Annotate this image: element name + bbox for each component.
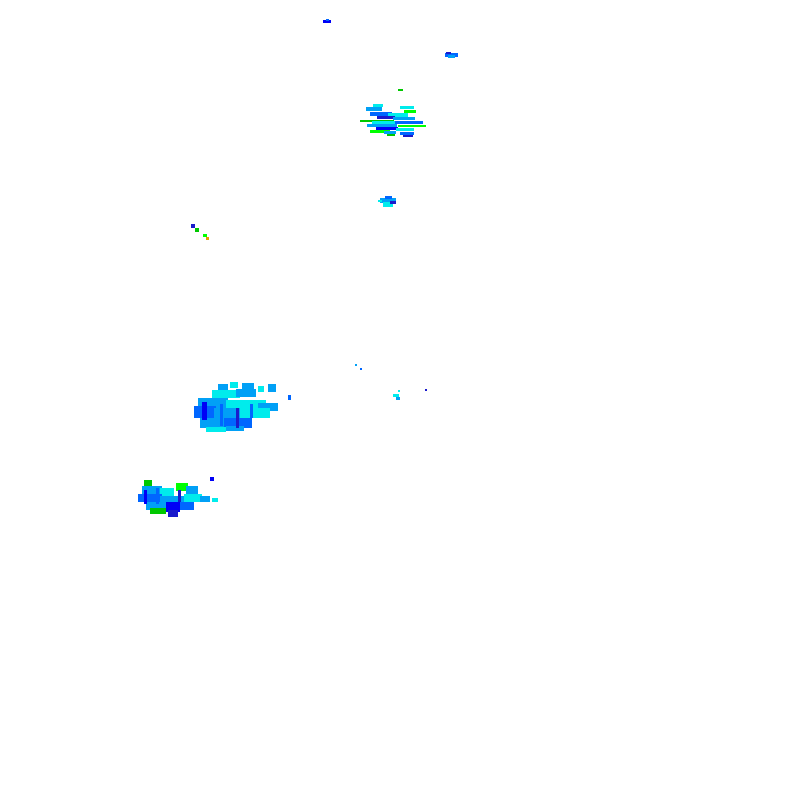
echo-pixel bbox=[393, 117, 415, 120]
echo-pixel bbox=[372, 121, 396, 125]
echo-pixel bbox=[156, 488, 159, 504]
echo-pixel bbox=[186, 486, 198, 496]
echo-pixel bbox=[226, 426, 244, 431]
echo-cluster-mid-small-cell bbox=[378, 196, 396, 207]
echo-pixel bbox=[242, 383, 254, 389]
echo-pixel bbox=[366, 107, 382, 111]
echo-pixel bbox=[236, 389, 256, 397]
echo-cluster-top-speck bbox=[323, 19, 331, 23]
echo-pixel bbox=[166, 502, 180, 512]
echo-pixel bbox=[388, 113, 408, 117]
echo-pixel bbox=[142, 486, 162, 494]
echo-pixel bbox=[226, 400, 266, 408]
echo-pixel bbox=[376, 127, 398, 130]
echo-cluster-left-streak bbox=[191, 224, 209, 240]
echo-pixel bbox=[258, 386, 264, 392]
echo-pixel bbox=[220, 404, 223, 426]
echo-pixel bbox=[202, 402, 207, 420]
echo-pixel bbox=[396, 128, 414, 131]
echo-pixel bbox=[160, 496, 186, 504]
echo-pixel bbox=[446, 52, 451, 54]
echo-pixel bbox=[200, 496, 210, 502]
echo-pixel bbox=[250, 404, 253, 418]
echo-pixel bbox=[398, 89, 403, 91]
echo-pixel bbox=[360, 368, 362, 370]
echo-pixel bbox=[195, 228, 199, 232]
echo-pixel bbox=[398, 390, 400, 392]
echo-pixel bbox=[206, 237, 209, 240]
echo-pixel bbox=[378, 200, 382, 202]
echo-pixel bbox=[268, 384, 276, 392]
echo-pixel bbox=[144, 490, 147, 504]
echo-pixel bbox=[370, 130, 390, 133]
echo-pixel bbox=[385, 196, 392, 199]
echo-pixel bbox=[384, 131, 396, 134]
echo-cluster-center-scatter bbox=[288, 364, 427, 400]
echo-cluster-upper-right-speck bbox=[445, 52, 458, 58]
echo-pixel bbox=[380, 198, 396, 203]
echo-pixel bbox=[146, 502, 168, 510]
echo-pixel bbox=[210, 477, 214, 481]
echo-pixel bbox=[396, 397, 400, 400]
echo-pixel bbox=[180, 502, 194, 510]
echo-pixel bbox=[367, 124, 397, 127]
echo-pixel bbox=[176, 483, 188, 491]
echo-pixel bbox=[258, 403, 278, 411]
echo-pixel bbox=[377, 116, 395, 119]
echo-pixel bbox=[355, 364, 357, 366]
echo-pixel bbox=[168, 510, 178, 517]
echo-pixel bbox=[400, 132, 414, 135]
echo-pixel bbox=[212, 498, 218, 502]
echo-pixel bbox=[393, 394, 399, 397]
echo-pixel bbox=[288, 395, 291, 400]
echo-pixel bbox=[218, 384, 228, 390]
echo-pixel bbox=[200, 418, 226, 428]
echo-pixel bbox=[160, 488, 174, 496]
echo-pixel bbox=[326, 19, 329, 21]
echo-pixel bbox=[178, 490, 181, 502]
echo-pixel bbox=[383, 202, 393, 207]
echo-pixel bbox=[373, 104, 383, 107]
echo-pixel bbox=[398, 125, 426, 127]
echo-cluster-upper-cell bbox=[360, 89, 426, 137]
echo-pixel bbox=[236, 408, 239, 428]
echo-pixel bbox=[323, 20, 331, 23]
echo-pixel bbox=[404, 110, 416, 113]
echo-pixel bbox=[230, 382, 238, 388]
echo-pixel bbox=[390, 201, 396, 204]
echo-pixel bbox=[184, 494, 202, 502]
echo-pixel bbox=[203, 234, 207, 237]
echo-pixel bbox=[395, 121, 423, 124]
echo-pixel bbox=[191, 224, 195, 228]
echo-pixel bbox=[448, 55, 455, 58]
echo-pixel bbox=[198, 398, 228, 408]
echo-pixel bbox=[240, 408, 270, 418]
echo-pixel bbox=[212, 390, 240, 398]
echo-pixel bbox=[387, 134, 395, 136]
echo-pixel bbox=[403, 135, 413, 137]
echo-pixel bbox=[425, 389, 427, 391]
echo-pixel bbox=[206, 427, 226, 432]
echo-pixel bbox=[370, 112, 392, 116]
echo-pixel bbox=[150, 508, 166, 514]
echo-pixel bbox=[138, 494, 162, 502]
echo-pixel bbox=[400, 106, 414, 109]
echo-cluster-west-band-large bbox=[194, 382, 278, 432]
echo-cluster-southwest-band bbox=[138, 477, 218, 517]
echo-pixel bbox=[144, 480, 152, 486]
